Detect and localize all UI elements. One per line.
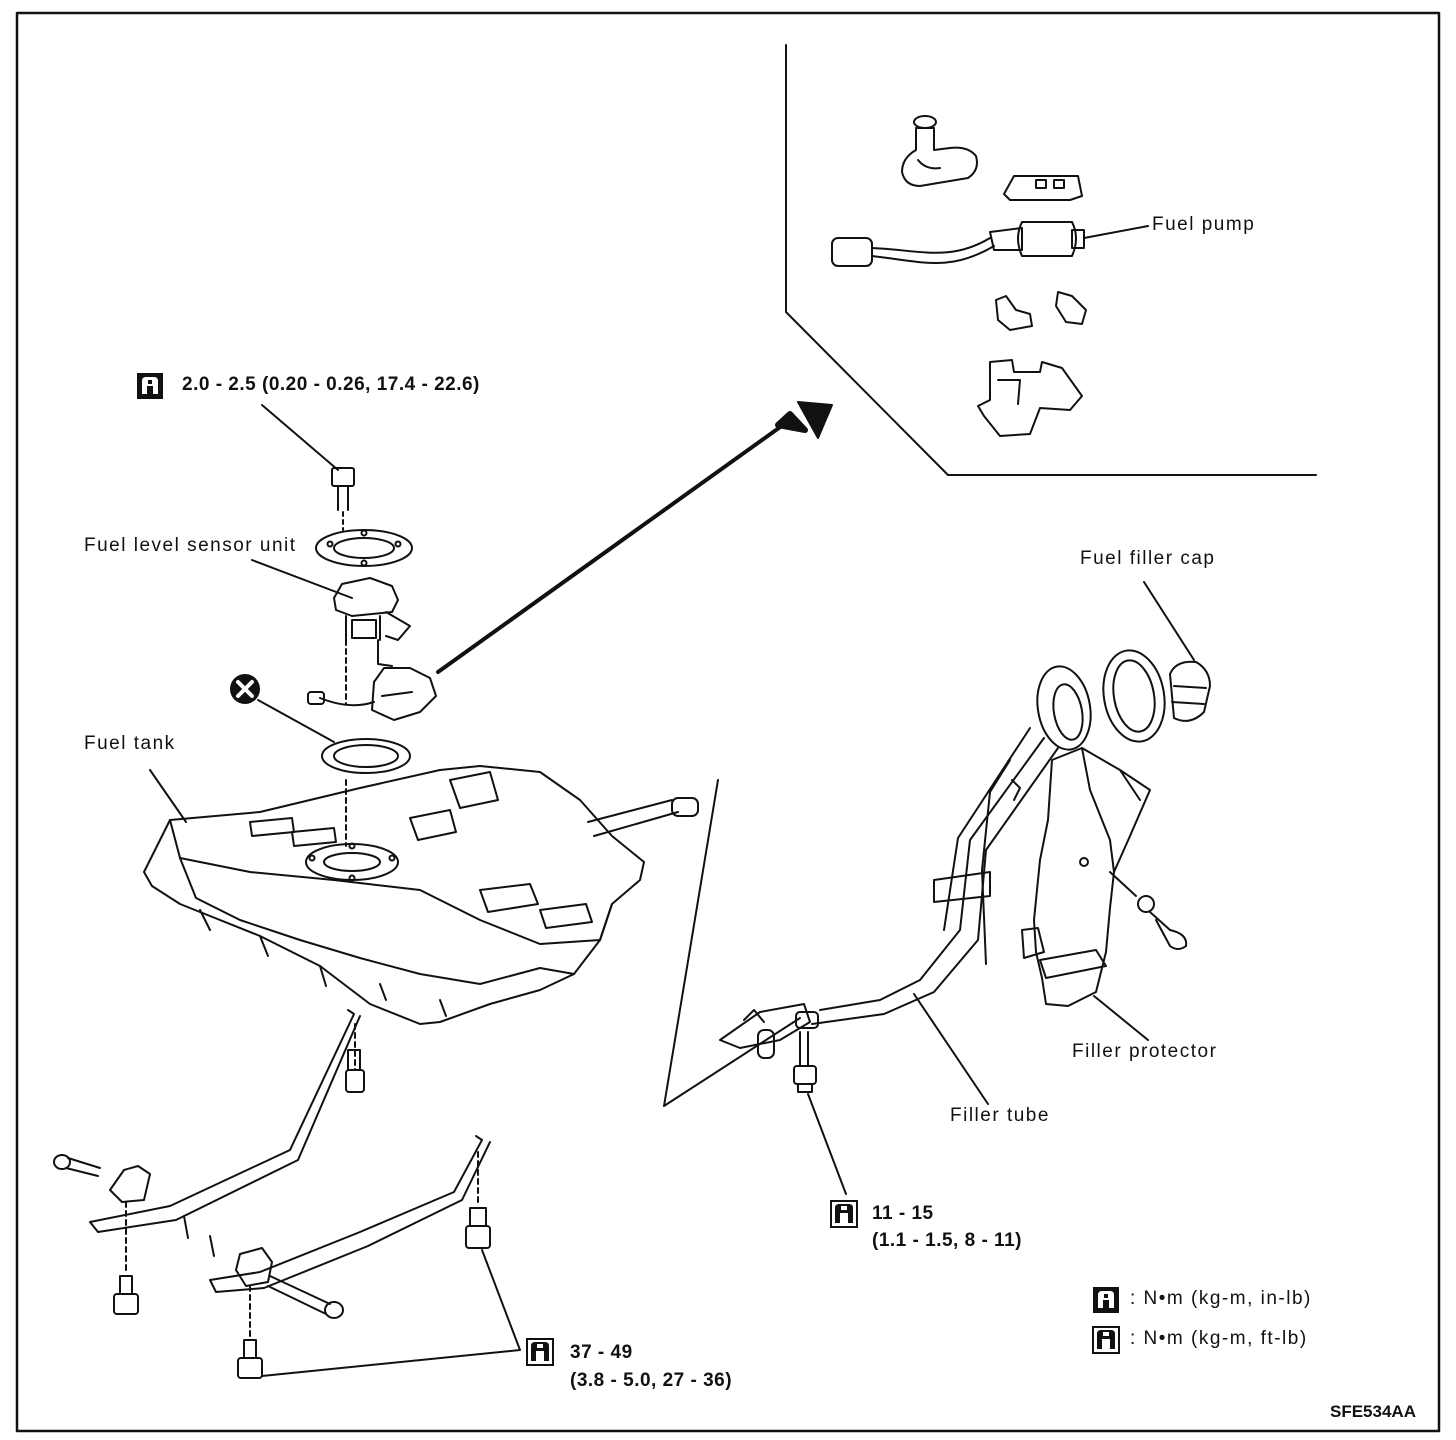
leader-fuel-tank <box>149 769 187 823</box>
torque-sensor-unit-bolt: 2.0 - 2.5 (0.20 - 0.26, 17.4 - 22.6) <box>182 374 480 395</box>
tank-strap-1 <box>89 1009 361 1273</box>
leader-filler-cap <box>1143 581 1195 661</box>
detail-arrow <box>436 401 833 674</box>
torque-tank-band-line1: 37 - 49 <box>570 1342 633 1363</box>
torque-tank-band-line2: (3.8 - 5.0, 27 - 36) <box>570 1370 733 1391</box>
torque-filler-tube-line1: 11 - 15 <box>872 1203 934 1224</box>
label-filler-tube: Filler tube <box>950 1105 1050 1126</box>
strap-lower-bolt-right <box>237 1339 263 1379</box>
filler-protector-drawing <box>1021 747 1151 1007</box>
legend-in-lb: : N•m (kg-m, in-lb) <box>1130 1288 1312 1309</box>
tank-strap-2-end-bolt <box>267 1275 344 1319</box>
torque-wrench-ft-lb-icon <box>1092 1326 1120 1354</box>
label-fuel-level-sensor-unit: Fuel level sensor unit <box>84 535 297 556</box>
diagram-border <box>15 11 1441 1433</box>
filler-tube-drawing <box>719 665 1092 1059</box>
torque-wrench-in-lb-icon <box>137 373 163 399</box>
tank-strap-end-bolt <box>53 1154 101 1177</box>
inset-pump-bracket <box>977 359 1083 437</box>
label-filler-protector: Filler protector <box>1072 1041 1218 1062</box>
fuel-pump-drawing <box>831 221 1149 267</box>
leader-sensor-torque <box>261 404 339 471</box>
tank-strap-1-bolt <box>345 1023 365 1093</box>
fuel-filler-cap-drawing <box>1169 660 1211 722</box>
inset-bracket <box>1003 175 1083 201</box>
label-fuel-pump: Fuel pump <box>1152 214 1256 235</box>
torque-filler-tube-line2: (1.1 - 1.5, 8 - 11) <box>872 1230 1022 1251</box>
torque-wrench-ft-lb-icon <box>526 1338 554 1366</box>
label-fuel-tank: Fuel tank <box>84 733 176 754</box>
filler-tube-bolt <box>793 1031 817 1093</box>
tank-strap-2 <box>209 1135 491 1339</box>
tank-strap-2-bolt <box>465 1151 491 1249</box>
torque-wrench-in-lb-icon <box>1093 1287 1119 1313</box>
leader-filler-tube-torque <box>807 1093 847 1195</box>
fuel-tank-drawing <box>143 765 699 1025</box>
fuel-level-sensor-drawing <box>307 577 437 721</box>
do-not-reuse-icon <box>230 674 260 704</box>
inset-return-hose <box>901 115 978 187</box>
figure-code: SFE534AA <box>1330 1402 1416 1421</box>
retainer-ring <box>315 529 413 567</box>
leader-filler-protector <box>1093 995 1149 1041</box>
protector-clip <box>1109 871 1188 950</box>
leader-strap-torque <box>261 1249 521 1377</box>
leader-filler-tube <box>913 993 989 1105</box>
leader-sensor-unit <box>251 559 353 599</box>
strap-lower-bolt-left <box>113 1275 139 1315</box>
leader-o-ring <box>257 699 335 743</box>
inset-frame <box>785 44 1317 476</box>
filler-neck-ring <box>1102 649 1166 743</box>
torque-wrench-ft-lb-icon <box>830 1200 858 1228</box>
label-fuel-filler-cap: Fuel filler cap <box>1080 548 1216 569</box>
o-ring <box>321 738 411 774</box>
inset-clips <box>995 291 1087 331</box>
legend-ft-lb: : N•m (kg-m, ft-lb) <box>1130 1328 1308 1349</box>
fuel-tank-hidden-frame <box>663 779 801 1107</box>
sensor-bolt <box>331 467 355 511</box>
